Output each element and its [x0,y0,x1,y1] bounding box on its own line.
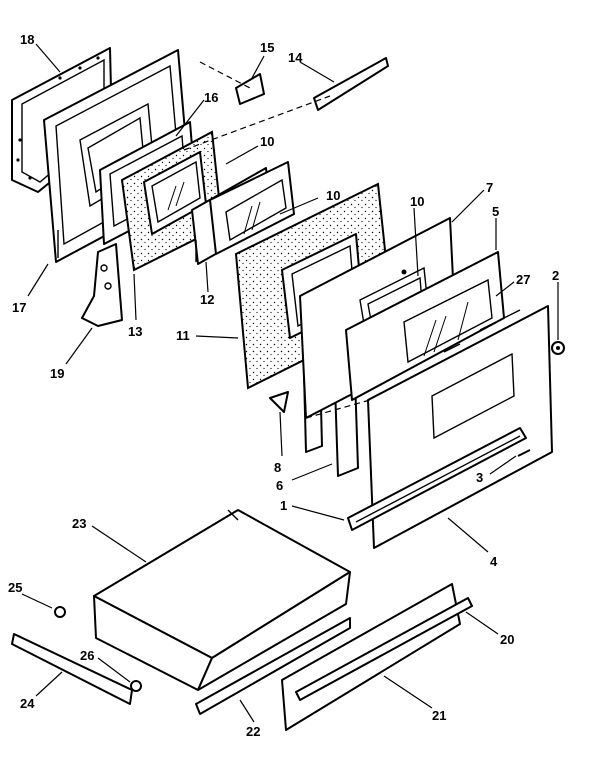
callout-16: 16 [204,90,218,105]
part-20-drawer-handle [295,597,473,701]
leader-lines [21,43,559,723]
callout-5: 5 [492,204,499,219]
callout-4: 4 [490,554,498,569]
callout-27: 27 [516,272,530,287]
part-24-drawer-slide [11,633,133,705]
part-19-door-hinge [81,243,123,327]
callout-14: 14 [288,50,303,65]
callout-21: 21 [432,708,446,723]
callout-10-middle: 10 [326,188,340,203]
callout-24: 24 [20,696,35,711]
callout-17: 17 [12,300,26,315]
part-8-bumper [269,391,289,413]
part-12-glass-pack [191,161,295,265]
callout-labels: 18 15 14 16 10 10 10 7 5 2 27 17 13 12 1… [8,32,559,739]
callout-10-top: 10 [260,134,274,149]
alignment-lines [183,61,371,419]
callout-18: 18 [20,32,34,47]
part-3-screw [517,449,531,457]
part-15-hinge-bracket [235,73,265,105]
callout-25: 25 [8,580,22,595]
callout-10-right: 10 [410,194,424,209]
part-2-screw [551,341,565,355]
callout-20: 20 [500,632,514,647]
callout-23: 23 [72,516,86,531]
callout-26: 26 [80,648,94,663]
callout-19: 19 [50,366,64,381]
part-26-nut [130,680,142,692]
callout-22: 22 [246,724,260,739]
callout-1: 1 [280,498,287,513]
callout-13: 13 [128,324,142,339]
part-14-vent-trim [313,57,389,111]
callout-12: 12 [200,292,214,307]
callout-15: 15 [260,40,274,55]
part-1-door-handle [347,427,527,531]
callout-6: 6 [276,478,283,493]
callout-7: 7 [486,180,493,195]
callout-11: 11 [176,328,190,343]
part-22-drawer-rail [195,617,351,715]
callout-3: 3 [476,470,483,485]
part-23-drawer-body [93,509,351,691]
callout-2: 2 [552,268,559,283]
callout-8: 8 [274,460,281,475]
part-25-nut [54,606,66,618]
